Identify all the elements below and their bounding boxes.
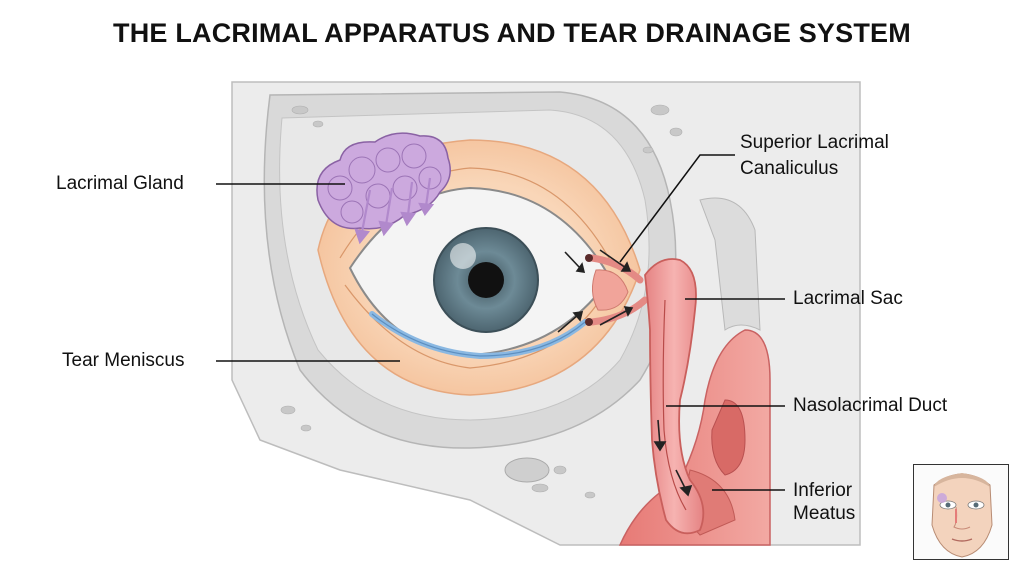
label-nasolacrimal-duct: Nasolacrimal Duct (793, 395, 948, 416)
label-lacrimal-sac: Lacrimal Sac (793, 288, 903, 309)
nasal-cavity (618, 197, 771, 546)
leader-lines (216, 154, 785, 491)
label-tear-meniscus: Tear Meniscus (62, 350, 185, 371)
face-thumbnail-icon (913, 464, 1009, 560)
lacrimal-gland (316, 132, 451, 245)
label-lacrimal-gland: Lacrimal Gland (56, 173, 184, 194)
diagram-title: THE LACRIMAL APPARATUS AND TEAR DRAINAGE… (113, 18, 911, 48)
label-inferior-meatus-line1: Inferior (793, 480, 853, 501)
label-superior-canaliculus-line1: Superior Lacrimal (740, 132, 889, 153)
tear-flow-arrows (557, 249, 693, 497)
label-inferior-meatus-line2: Meatus (793, 503, 856, 524)
iris (433, 227, 539, 333)
leader-superior-canaliculus (619, 154, 735, 263)
lacrimal-drainage (585, 254, 705, 535)
label-superior-canaliculus-line2: Canaliculus (740, 158, 839, 179)
